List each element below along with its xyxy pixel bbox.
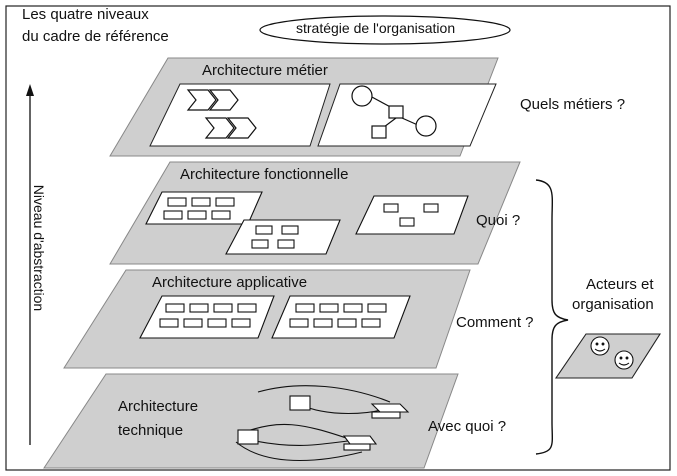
smiley-icons — [590, 336, 634, 370]
actors-label-line1: Acteurs et — [586, 276, 654, 293]
abstraction-axis-label: Niveau d'abstraction — [31, 184, 47, 312]
function-box-1 — [145, 191, 263, 225]
application-box-1 — [139, 295, 275, 339]
actors-plane — [554, 333, 662, 379]
question-fonctionnelle: Quoi ? — [476, 212, 521, 229]
application-box-2 — [271, 295, 411, 339]
diagram-title-line2: du cadre de référence — [22, 28, 169, 45]
function-box-3 — [355, 195, 469, 235]
question-technique: Avec quoi ? — [428, 418, 507, 435]
network-devices — [237, 395, 410, 451]
axis-arrowhead — [26, 84, 34, 96]
function-box-2 — [225, 219, 341, 255]
strategy-ellipse — [259, 15, 511, 45]
layer-metier-title: Architecture métier — [202, 62, 328, 79]
layer-technique-title-line2: technique — [118, 422, 184, 439]
org-chart-icon — [351, 85, 437, 139]
layer-applicative-plane — [63, 269, 471, 369]
process-chevrons — [186, 89, 257, 139]
network-links — [235, 385, 391, 462]
strategy-label: stratégie de l'organisation — [296, 20, 456, 36]
layer-applicative-title: Architecture applicative — [152, 274, 308, 291]
metier-org-box — [317, 83, 497, 147]
layer-technique-plane — [43, 373, 459, 469]
curly-brace — [535, 179, 569, 455]
question-applicative: Comment ? — [456, 314, 534, 331]
diagram-title-line1: Les quatre niveaux — [22, 6, 149, 23]
layer-fonctionnelle-plane — [109, 161, 521, 265]
frame-border — [5, 5, 671, 471]
actors-label-line2: organisation — [572, 296, 654, 313]
layer-fonctionnelle-title: Architecture fonctionnelle — [180, 166, 349, 183]
question-metier: Quels métiers ? — [520, 96, 626, 113]
layer-technique-title-line1: Architecture — [118, 398, 199, 415]
